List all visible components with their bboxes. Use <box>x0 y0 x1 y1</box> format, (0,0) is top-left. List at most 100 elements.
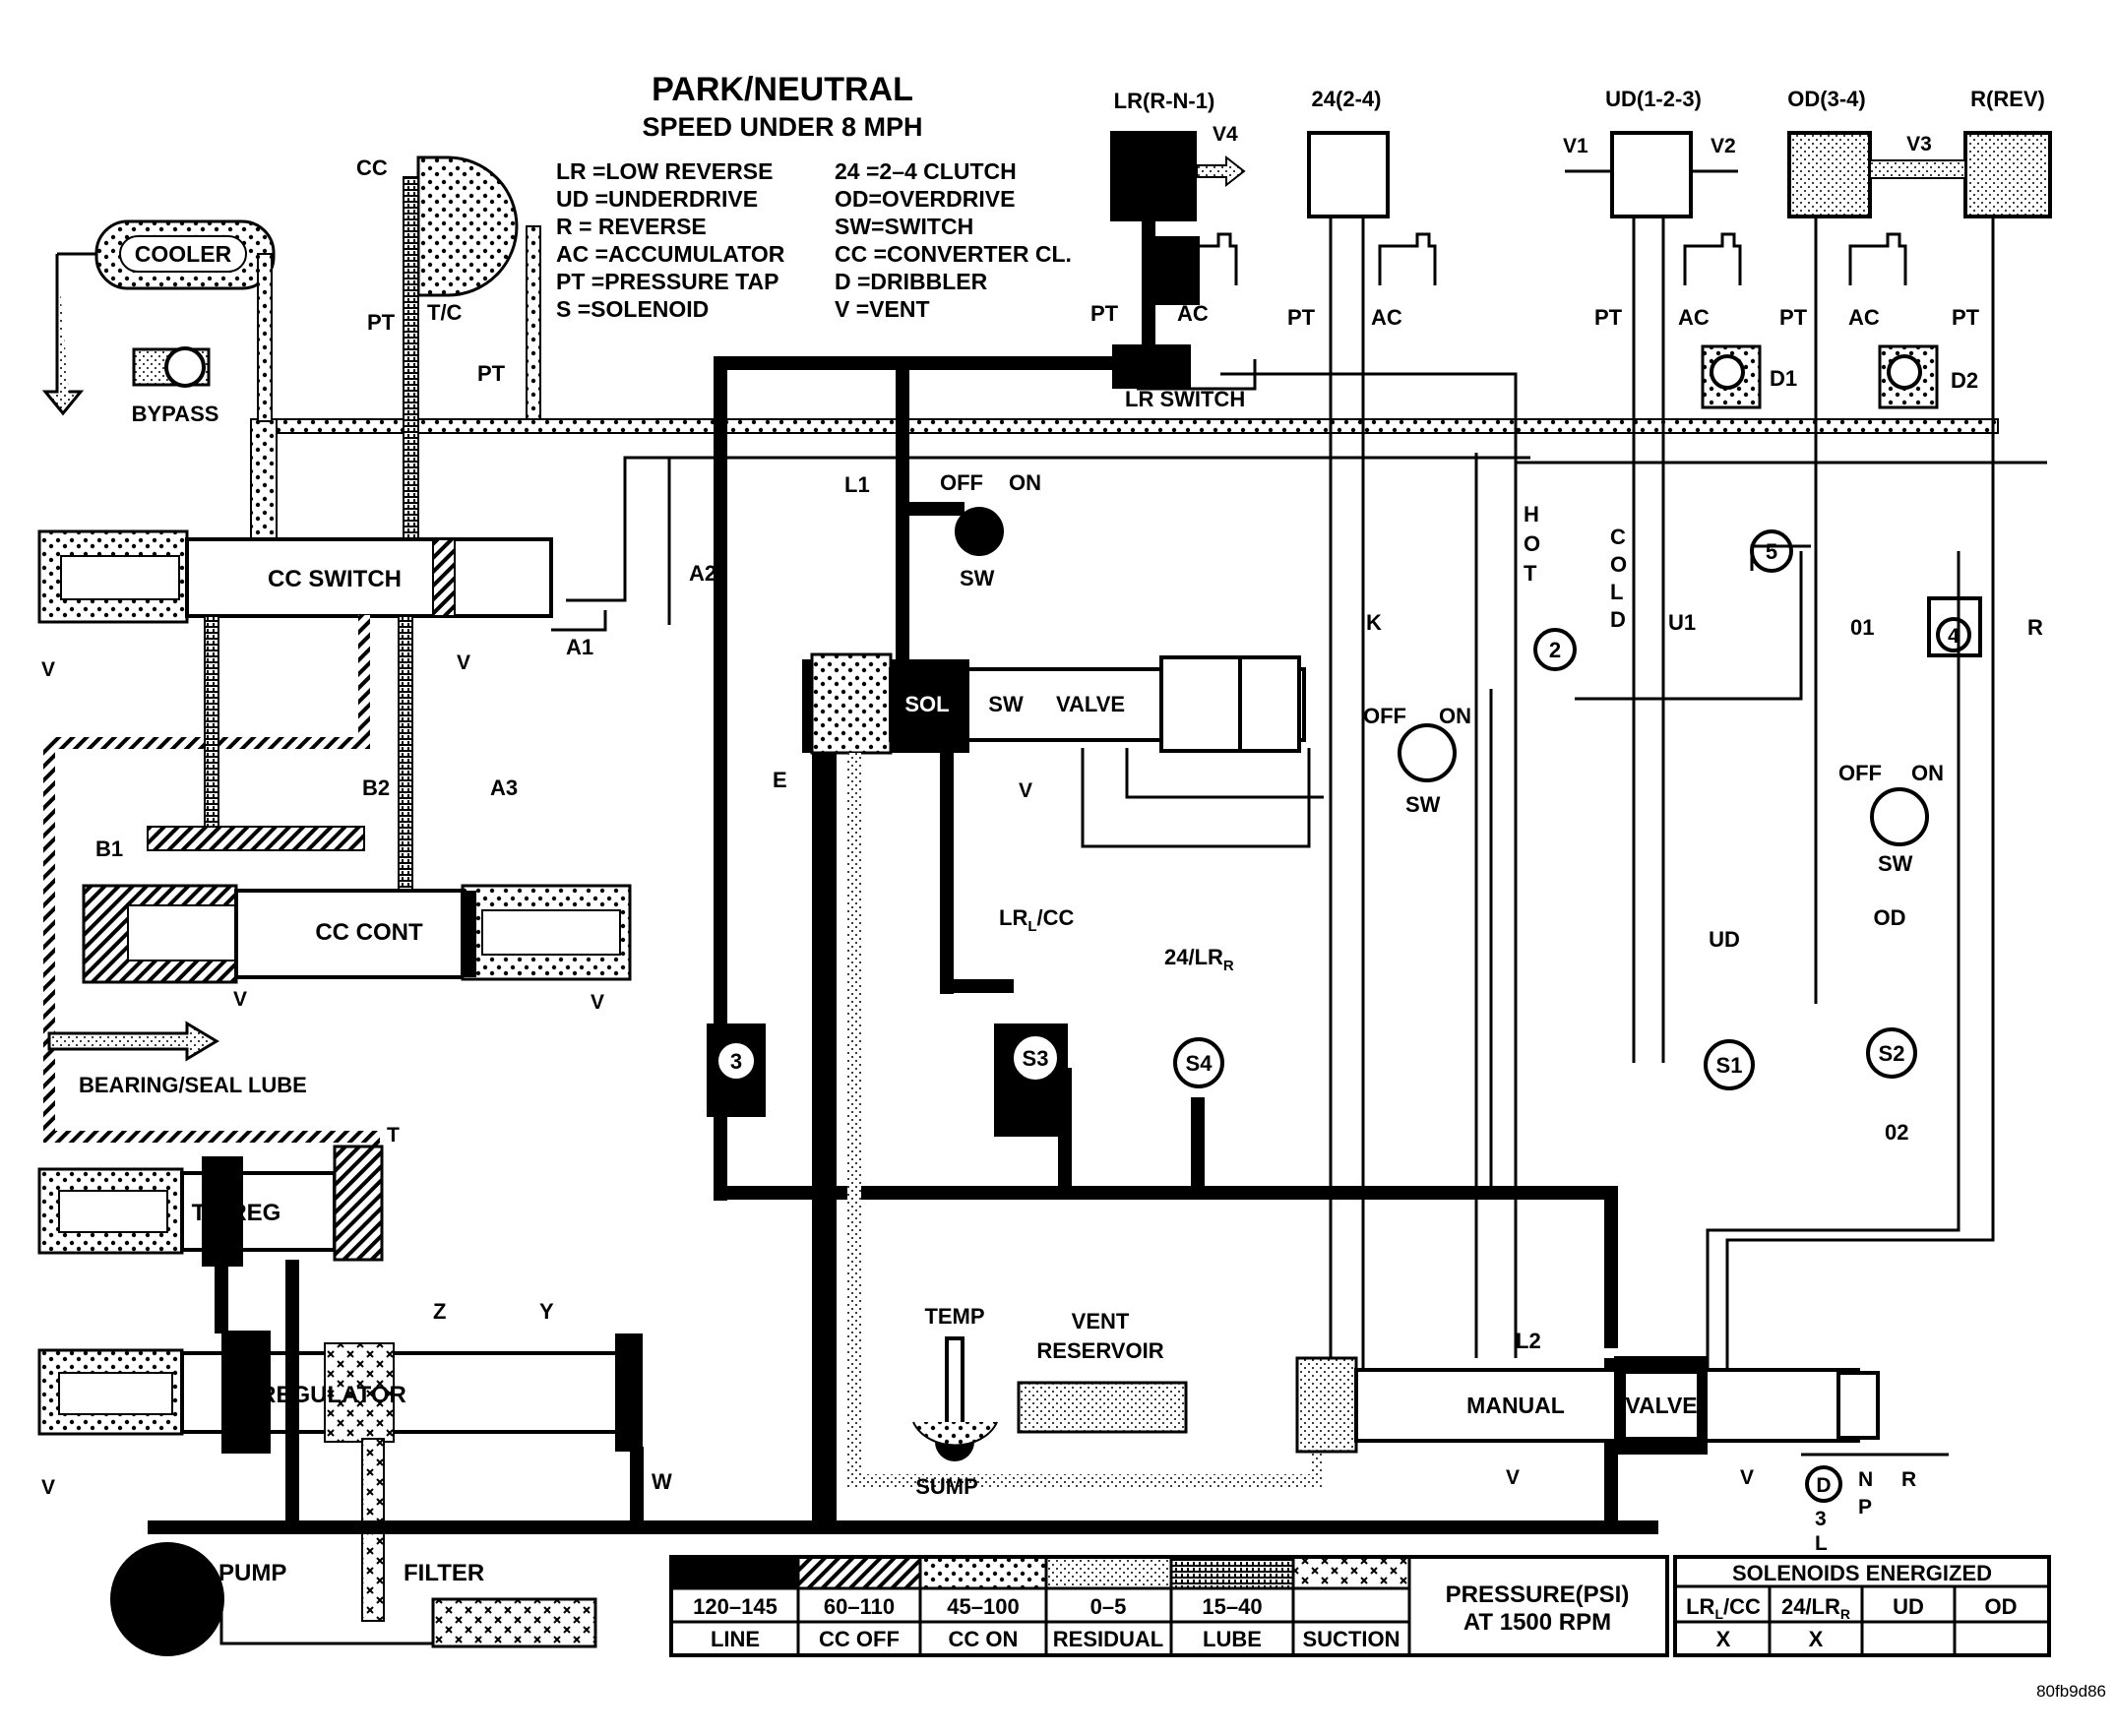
abbrev-ud: UD =UNDERDRIVE <box>556 186 758 212</box>
sol-header-24lr-sub: R <box>1840 1606 1850 1622</box>
clutch-od-label: OD(3-4) <box>1787 87 1865 111</box>
od-solenoid-label: OD <box>1874 905 1906 930</box>
cooler-label: COOLER <box>135 241 232 267</box>
t-label: T <box>387 1124 400 1147</box>
sol-label: SOL <box>904 692 949 716</box>
pressure-lines <box>667 217 2047 1368</box>
o2-label: 02 <box>1885 1120 1908 1145</box>
solenoid-s3 <box>1010 1032 1061 1084</box>
filter-label: FILTER <box>404 1560 484 1586</box>
abbrev-24: 24 =2–4 CLUTCH <box>835 158 1017 184</box>
solenoids-title: SOLENOIDS ENERGIZED <box>1732 1561 1992 1585</box>
check-ball-5-label: 5 <box>1766 539 1777 564</box>
abbrev-od: OD=OVERDRIVE <box>835 186 1015 212</box>
lrcc-label: LRL/CC <box>999 905 1075 935</box>
solenoid-s4 <box>1173 1037 1224 1088</box>
ac-label-lr: AC <box>1177 301 1209 326</box>
clutch-rev-label: R(REV) <box>1970 87 2045 111</box>
abbreviation-legend: LR =LOW REVERSE UD =UNDERDRIVE R = REVER… <box>556 158 1072 322</box>
vent-label: V <box>1740 1466 1754 1489</box>
hot-o: O <box>1524 531 1540 556</box>
sw-valve-label: SW <box>988 692 1024 716</box>
pump-label: PUMP <box>218 1560 286 1586</box>
e-label: E <box>773 768 787 792</box>
solenoid-s1 <box>1704 1039 1755 1090</box>
abbrev-ac: AC =ACCUMULATOR <box>556 241 785 267</box>
vent-label: V <box>457 651 470 674</box>
pt-label-lr: PT <box>1090 301 1119 326</box>
cc-switch-valve: CC SWITCH <box>37 529 553 624</box>
gear-3-label: 3 <box>1815 1508 1827 1530</box>
pt-ac-labels: PT AC PT AC PT AC PT AC PT PT PT <box>367 301 1980 386</box>
sw2-label: SW <box>1405 792 1441 817</box>
torque-converter <box>416 155 519 297</box>
vent-label: V <box>233 988 247 1011</box>
sol-header-24lr: 24/LRR <box>1781 1594 1850 1622</box>
ac-label-ud: AC <box>1678 305 1710 330</box>
sw1-off-label: OFF <box>940 470 983 495</box>
vent-reservoir <box>1017 1381 1188 1434</box>
lr24-label: 24/LRR <box>1164 945 1234 974</box>
clutch-od <box>1787 131 1872 218</box>
pt-label-ud: PT <box>1594 305 1623 330</box>
u1-label: U1 <box>1668 610 1696 635</box>
k-label: K <box>1366 610 1382 635</box>
regulator-valve: REGULATOR <box>37 1331 643 1454</box>
sol-header-24lr-main: 24/LR <box>1781 1594 1840 1619</box>
check-ball-3-label: 3 <box>730 1049 742 1074</box>
pt-label-cc2: PT <box>477 361 506 386</box>
check-ball-3 <box>715 1039 758 1083</box>
pressure-legend: 120–145 60–110 45–100 0–5 15–40 LINE CC … <box>669 1555 1669 1657</box>
ud-solenoid-label: UD <box>1709 927 1740 952</box>
solenoid-s2 <box>1866 1027 1917 1079</box>
abbrev-pt: PT =PRESSURE TAP <box>556 269 778 294</box>
gear-l-label: L <box>1815 1532 1828 1555</box>
w-label: W <box>652 1469 672 1494</box>
legend-title-1: PRESSURE(PSI) <box>1446 1581 1630 1608</box>
lr24-main: 24/LR <box>1164 945 1223 969</box>
solenoid-switch-valve: SOL SW VALVE <box>810 652 1306 755</box>
hot-t: T <box>1524 561 1537 586</box>
s4-label: S4 <box>1186 1051 1214 1076</box>
page-subtitle: SPEED UNDER 8 MPH <box>642 112 922 142</box>
sol-header-od: OD <box>1985 1594 2018 1619</box>
clutch-ud-label: UD(1-2-3) <box>1605 87 1702 111</box>
sol-header-lrcc-main: LR <box>1686 1594 1714 1619</box>
abbrev-lr: LR =LOW REVERSE <box>556 158 773 184</box>
lr24-sub: R <box>1223 958 1234 974</box>
figure-code: 80fb9d86 <box>2036 1682 2106 1701</box>
check-ball-4-label: 4 <box>1948 625 1960 648</box>
sw2-off-label: OFF <box>1363 704 1406 728</box>
cold-l: L <box>1610 580 1623 604</box>
cc-cont-valve: CC CONT <box>82 826 632 984</box>
abbrev-sw: SW=SWITCH <box>835 214 973 239</box>
solenoids-energized-table: SOLENOIDS ENERGIZED LRL/CC 24/LRR UD OD … <box>1673 1555 2051 1657</box>
legend-title-2: AT 1500 RPM <box>1463 1609 1611 1636</box>
a3-label: A3 <box>490 775 518 800</box>
v4-label: V4 <box>1213 123 1238 146</box>
sol-header-ud: UD <box>1893 1594 1924 1619</box>
sw3-label: SW <box>1878 851 1913 876</box>
ac-label-od: AC <box>1848 305 1880 330</box>
legend-range-lube: 15–40 <box>1202 1594 1262 1619</box>
clutch-lr-label: LR(R-N-1) <box>1114 89 1215 113</box>
sol-header-lrcc: LRL/CC <box>1686 1594 1761 1622</box>
vent-label: V <box>1019 779 1032 802</box>
clutch-lr <box>1110 131 1197 221</box>
bearing-lube-label: BEARING/SEAL LUBE <box>79 1073 307 1097</box>
lrcc-sub: L <box>1027 918 1036 935</box>
bearing-lube-arrow <box>47 1021 219 1062</box>
b2-label: B2 <box>362 775 390 800</box>
hot-h: H <box>1524 502 1539 527</box>
pt-label-24: PT <box>1287 305 1316 330</box>
y-label: Y <box>539 1299 554 1324</box>
vent-label: V <box>591 991 604 1014</box>
sol-header-lrcc-tail: /CC <box>1723 1594 1761 1619</box>
vent-label: V <box>1506 1466 1520 1489</box>
gear-p-label: P <box>1858 1496 1872 1519</box>
s3-label: S3 <box>1023 1046 1049 1071</box>
legend-range-residual: 0–5 <box>1090 1594 1127 1619</box>
sw2-on-label: ON <box>1439 704 1471 728</box>
manual-valve-label: VALVE <box>1625 1393 1697 1418</box>
regulator-label: REGULATOR <box>259 1382 406 1408</box>
